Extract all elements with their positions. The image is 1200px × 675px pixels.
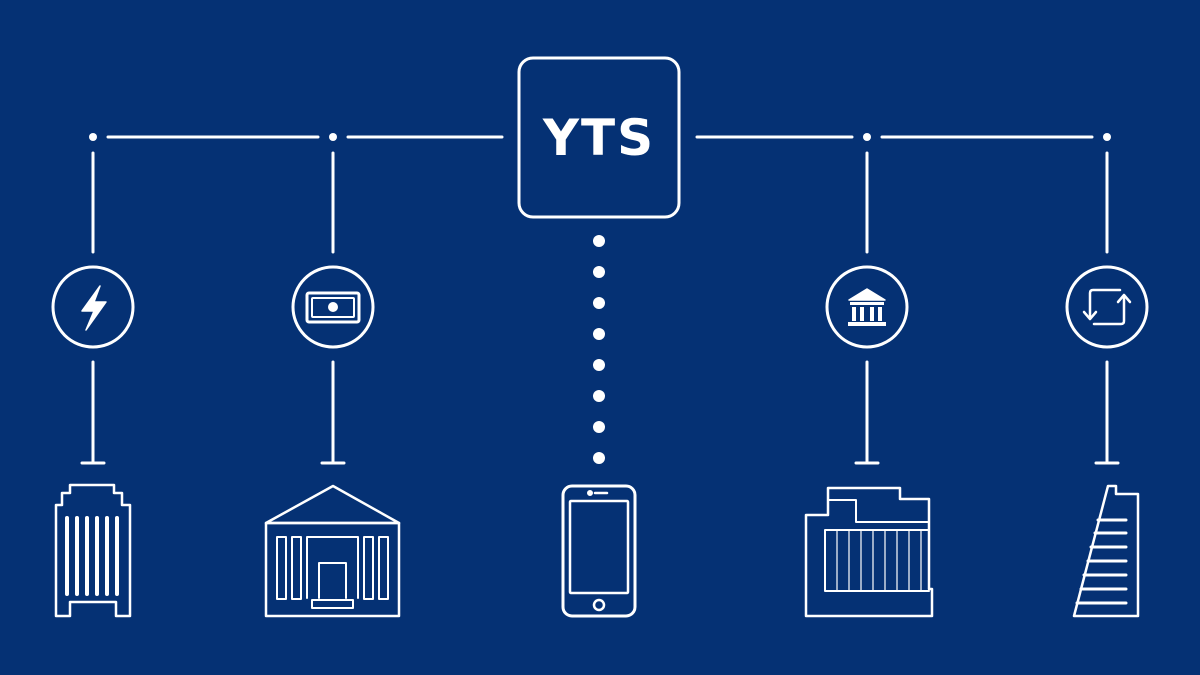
- vertical-connectors-upper: [91, 151, 1109, 254]
- smartphone-icon: [561, 484, 637, 618]
- banknote-icon: [291, 265, 375, 349]
- modern-office-building-icon: [804, 486, 934, 618]
- classical-bank-building-icon: [264, 484, 401, 618]
- hub-box: [517, 56, 681, 219]
- stepped-skyscraper-icon: [1072, 484, 1140, 618]
- junction-dots: [89, 133, 1111, 141]
- dotted-connector: [593, 235, 605, 464]
- lightning-icon: [51, 265, 135, 349]
- bank-icon: [825, 265, 909, 349]
- office-tower-icon: [54, 483, 132, 618]
- vertical-connectors-lower: [80, 360, 1120, 465]
- exchange-arrows-icon: [1065, 265, 1149, 349]
